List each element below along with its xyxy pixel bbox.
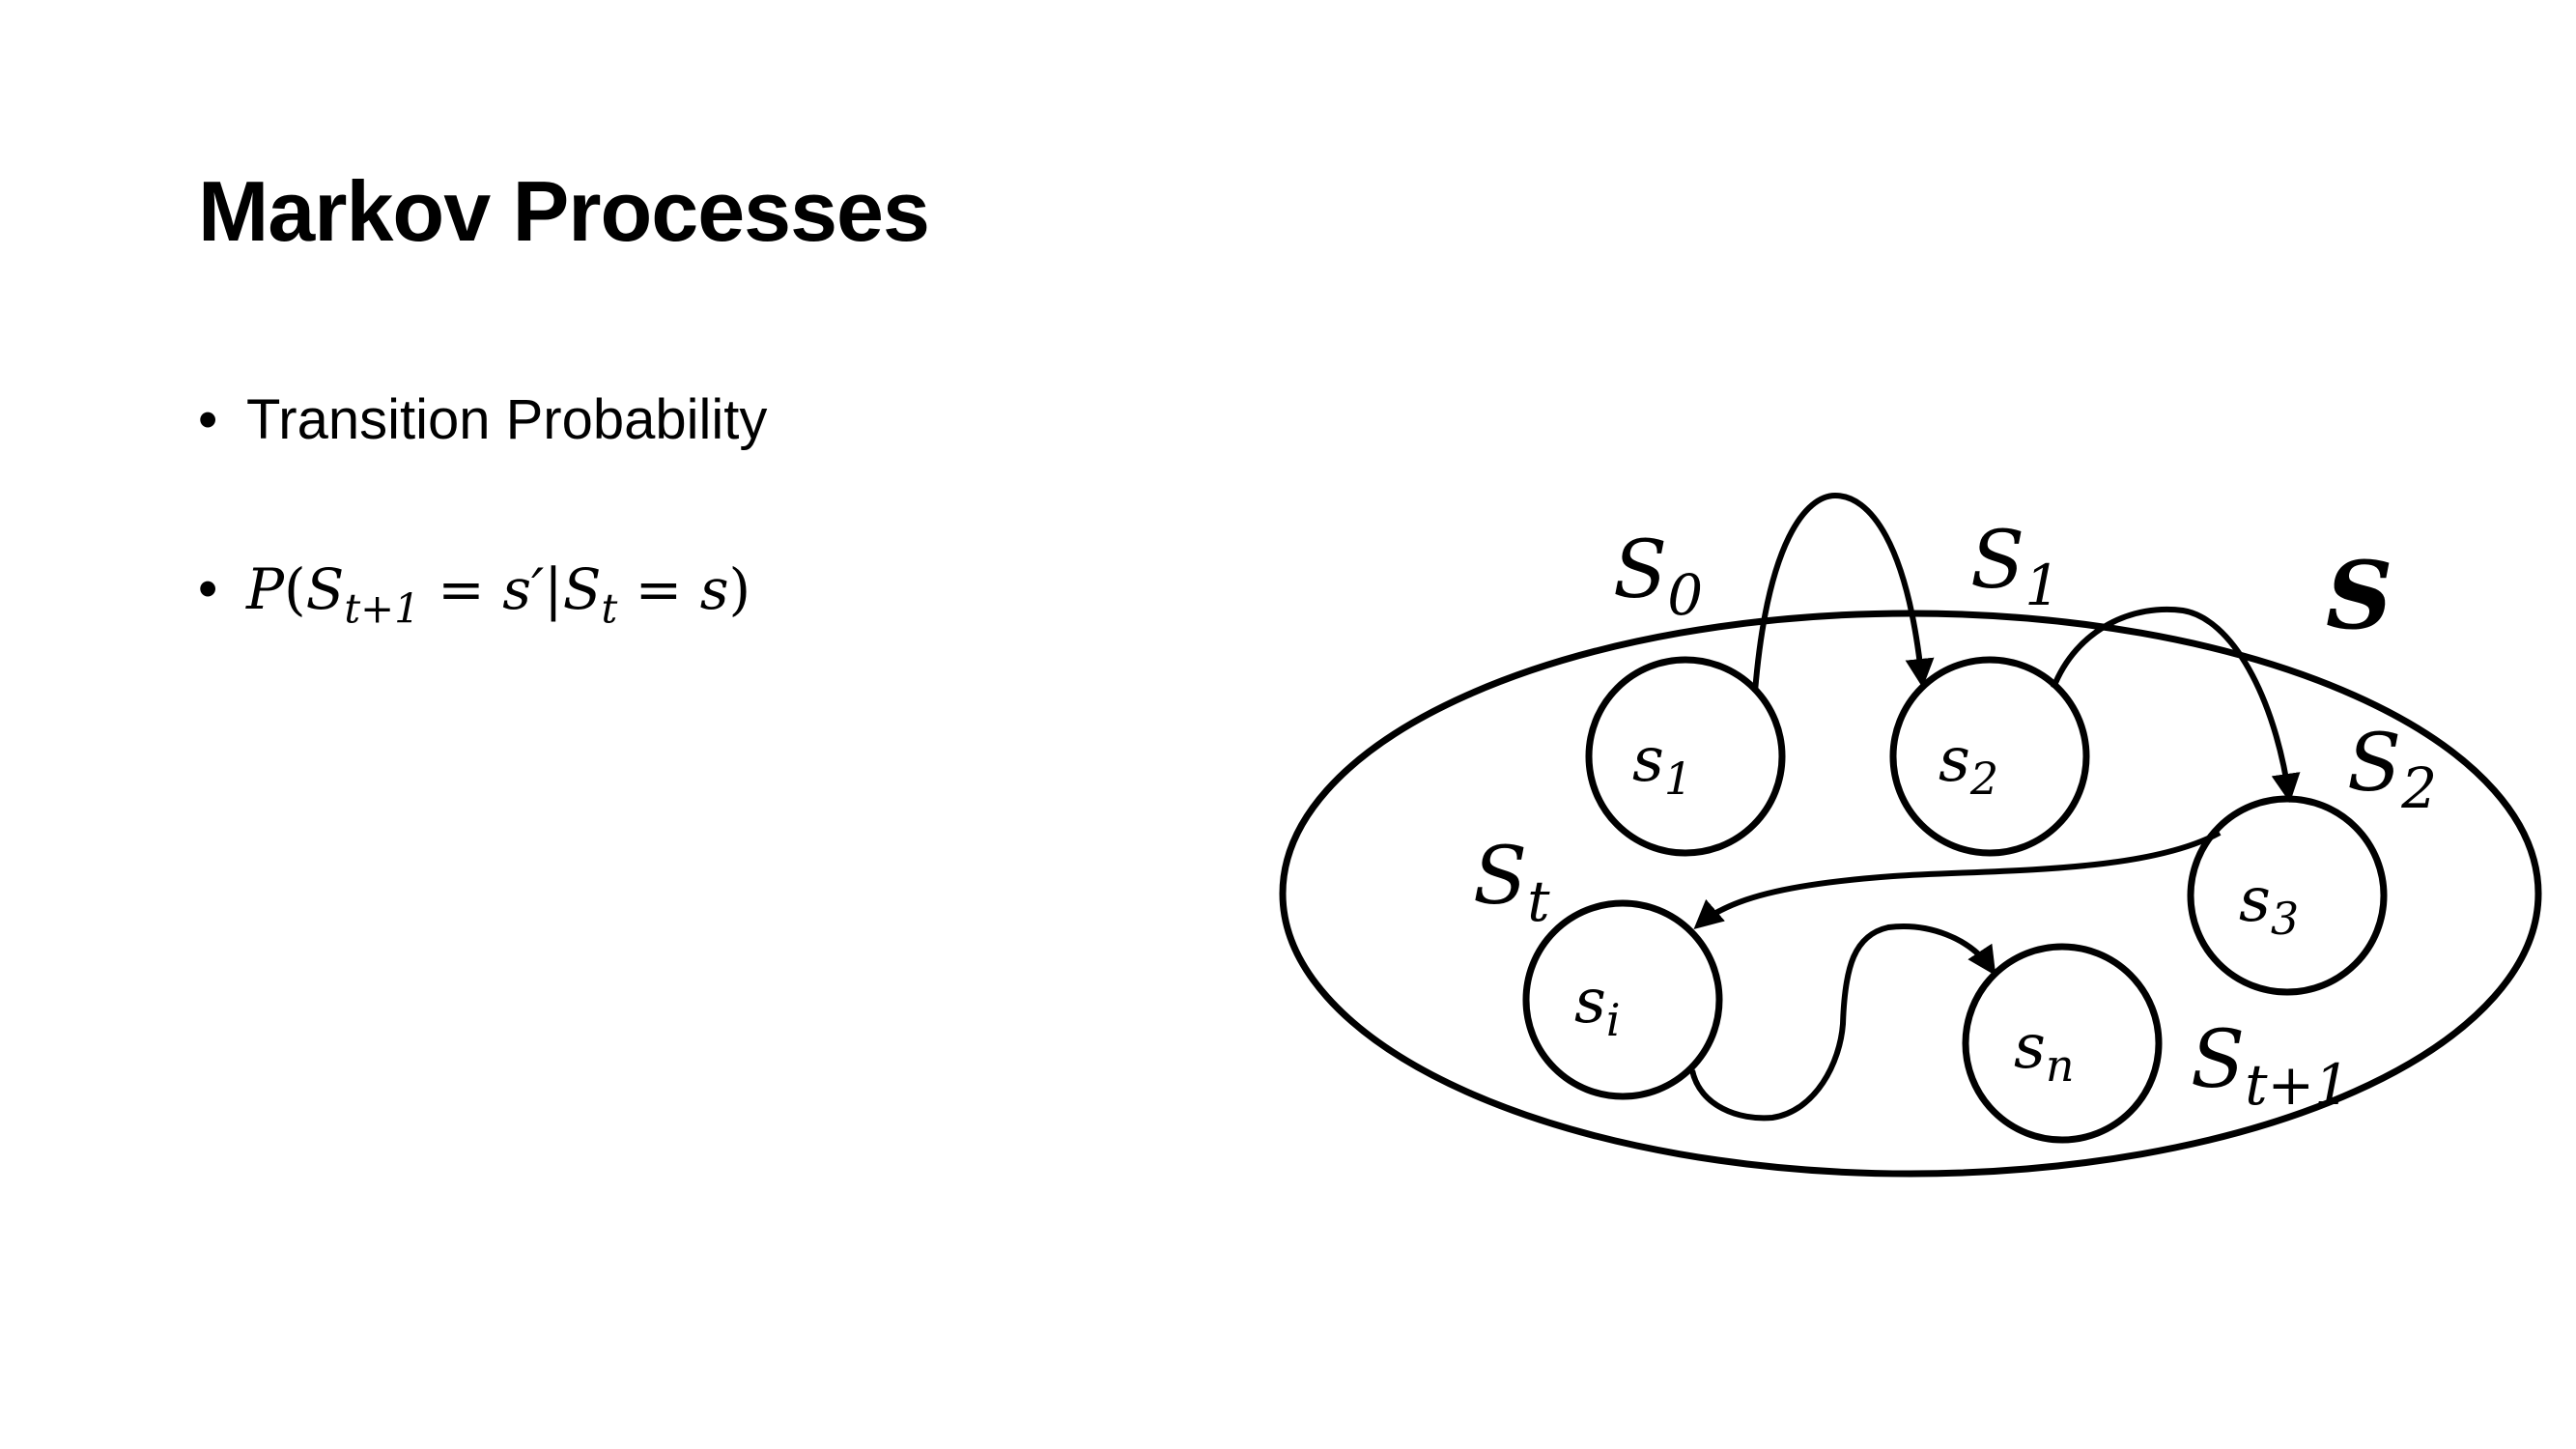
bullet-text: Transition Probability	[246, 388, 768, 451]
bullet-dot: •	[198, 388, 218, 451]
transition-probability-formula: P(St+1 = s′|St = s)	[246, 556, 751, 629]
formula-close-paren: )	[728, 556, 751, 622]
formula-equals-2: =	[617, 556, 700, 622]
formula-sub-t: t	[601, 584, 618, 633]
formula-s: s	[699, 556, 729, 622]
formula-s-next: S	[305, 556, 345, 622]
bullet-transition-probability: • Transition Probability	[198, 386, 767, 454]
bullet-formula: • P(St+1 = s′|St = s)	[198, 555, 767, 629]
transition-arrow-s3-to-si	[1693, 830, 2222, 929]
formula-open-paren: (	[284, 556, 306, 622]
slide-title: Markov Processes	[198, 163, 930, 259]
state-circle-sn	[1962, 943, 2163, 1144]
state-label-si: si	[1574, 966, 1621, 1046]
bullet-list: • Transition Probability • P(St+1 = s′|S…	[198, 386, 767, 725]
formula-equals-1: =	[419, 556, 503, 622]
formula-s-prime: s′	[502, 556, 545, 622]
transition-arrow-s1-to-s2	[1752, 492, 1935, 693]
transition-arrow-si-to-sn	[1689, 923, 1996, 1122]
formula-p: P	[246, 556, 285, 622]
state-circle-si	[1522, 899, 1723, 1100]
state-label-s1: s1	[1632, 724, 1692, 805]
state-circle-s1	[1585, 656, 1786, 857]
step-label-st-plus-1: St+1	[2191, 1014, 2350, 1118]
step-label-s0: S0	[1613, 525, 1703, 628]
step-label-s1: S1	[1970, 515, 2060, 618]
step-label-s2: S2	[2347, 718, 2437, 821]
step-label-st: St	[1473, 831, 1550, 934]
state-set-label: S	[2326, 541, 2392, 650]
state-label-sn: sn	[2014, 1011, 2074, 1092]
state-circle-s2	[1889, 656, 2090, 857]
formula-sub-t-plus-1: t+1	[344, 584, 420, 633]
state-label-s2: s2	[1939, 724, 1998, 805]
formula-s-current: S	[562, 556, 602, 622]
state-label-s3: s3	[2239, 865, 2299, 945]
bullet-dot: •	[198, 557, 218, 620]
transition-arrow-s2-to-s3	[2051, 606, 2301, 803]
formula-given-bar: |	[544, 556, 563, 622]
